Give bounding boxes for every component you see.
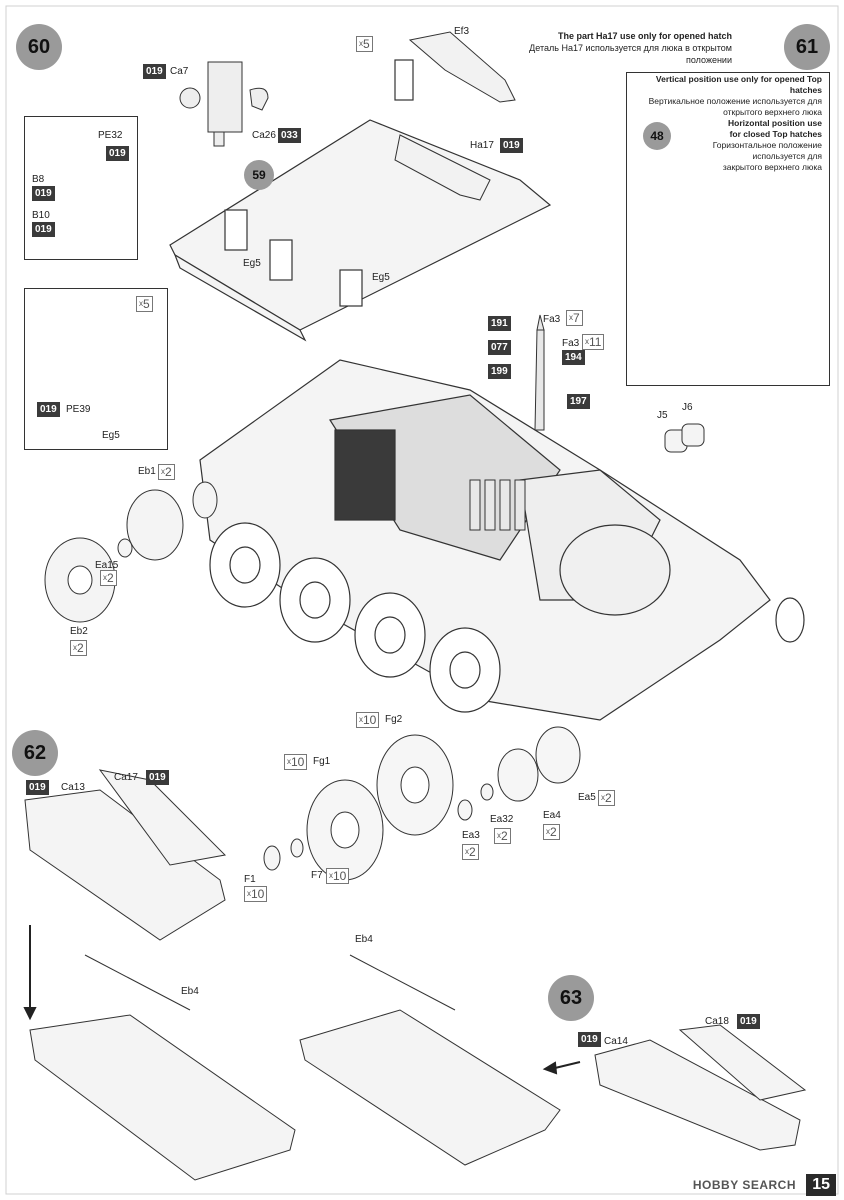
code-badge: 019	[143, 64, 166, 79]
part-label: J5	[657, 410, 668, 421]
code-badge: 019	[146, 770, 169, 785]
ammo-drawing	[469, 314, 545, 531]
code-badge: 191	[488, 316, 511, 331]
part-label: B8	[32, 174, 45, 185]
part-label: Ea5	[578, 792, 596, 803]
quantity-box: x2	[494, 828, 511, 844]
code-badge: 019	[737, 1014, 760, 1029]
quantity-box: x10	[356, 712, 380, 728]
part-label: Eb2	[70, 626, 88, 637]
fender-right-drawing	[299, 954, 561, 1166]
shell-drawing	[394, 31, 516, 201]
fender-step63-drawing	[594, 1024, 807, 1151]
quantity-box: x7	[566, 310, 583, 326]
quantity-box: x2	[70, 640, 87, 656]
step-ref-48: 48	[643, 122, 671, 150]
part-label: B10	[32, 210, 50, 221]
road-wheel-assembly-drawing	[263, 726, 581, 881]
part-label: Eb4	[355, 934, 373, 945]
step-62: 62	[12, 730, 58, 776]
code-badge: 199	[488, 364, 511, 379]
code-badge: 019	[32, 222, 55, 237]
part-label: Ca17	[114, 772, 138, 783]
part-label: Ca13	[61, 782, 85, 793]
part-label: Eb4	[181, 986, 199, 997]
step-60: 60	[16, 24, 62, 70]
step-ref-59: 59	[244, 160, 274, 190]
part-label: Ea15	[95, 560, 119, 571]
step-63: 63	[548, 975, 594, 1021]
part-label: Fg2	[385, 714, 403, 725]
part-label: Ea4	[543, 810, 561, 821]
part-label: Ea32	[490, 814, 514, 825]
hull-drawing	[199, 359, 805, 721]
part-label: Fg1	[313, 756, 331, 767]
part-label: Eg5	[102, 430, 120, 441]
part-label: Eb1	[138, 466, 156, 477]
quantity-box: x2	[598, 790, 615, 806]
quantity-box: x2	[100, 570, 117, 586]
code-badge: 019	[578, 1032, 601, 1047]
inset-top-hatches	[626, 72, 830, 386]
periscope-drawing	[179, 61, 269, 147]
part-label: Ha17	[470, 140, 494, 151]
quantity-box: x11	[582, 334, 605, 350]
idler-wheel-drawing	[44, 481, 218, 623]
part-label: Eg5	[243, 258, 261, 269]
j-parts-drawing	[664, 423, 705, 453]
page-number: 15	[806, 1174, 836, 1196]
part-label: Fa3	[562, 338, 580, 349]
quantity-box: x5	[356, 36, 373, 52]
part-label: Ef3	[454, 26, 470, 37]
code-badge: 019	[500, 138, 523, 153]
part-label: F7	[311, 870, 323, 881]
part-label: Ca7	[170, 66, 189, 77]
code-badge: 019	[32, 186, 55, 201]
code-badge: 019	[26, 780, 49, 795]
quantity-box: x2	[543, 824, 560, 840]
code-badge: 033	[278, 128, 301, 143]
step-61: 61	[784, 24, 830, 70]
code-badge: 077	[488, 340, 511, 355]
part-label: Eg5	[372, 272, 390, 283]
top-hatch-note: Vertical position use only for opened To…	[648, 74, 822, 172]
quantity-box: x2	[158, 464, 175, 480]
code-badge: 019	[37, 402, 60, 417]
part-label: Ca14	[604, 1036, 628, 1047]
part-label: Ea3	[462, 830, 480, 841]
code-badge: 194	[562, 350, 585, 365]
fender-left-drawing	[29, 954, 296, 1181]
code-badge: 197	[567, 394, 590, 409]
inset-pe39-eg5	[24, 288, 168, 450]
code-badge: 019	[106, 146, 129, 161]
quantity-box: x2	[462, 844, 479, 860]
part-label: Ca18	[705, 1016, 729, 1027]
watermark: HOBBY SEARCH	[692, 1178, 796, 1192]
part-label: Ca26	[252, 130, 276, 141]
part-label: Fa3	[543, 314, 561, 325]
fender-step62-drawing	[24, 769, 227, 941]
quantity-box: x10	[326, 868, 350, 884]
quantity-box: x10	[284, 754, 308, 770]
part-label: PE32	[98, 130, 123, 141]
part-label: PE39	[66, 404, 91, 415]
assembly-arrows	[23, 925, 581, 1075]
part-label: J6	[682, 402, 693, 413]
quantity-box: x5	[136, 296, 153, 312]
quantity-box: x10	[244, 886, 268, 902]
part-label: F1	[244, 874, 256, 885]
